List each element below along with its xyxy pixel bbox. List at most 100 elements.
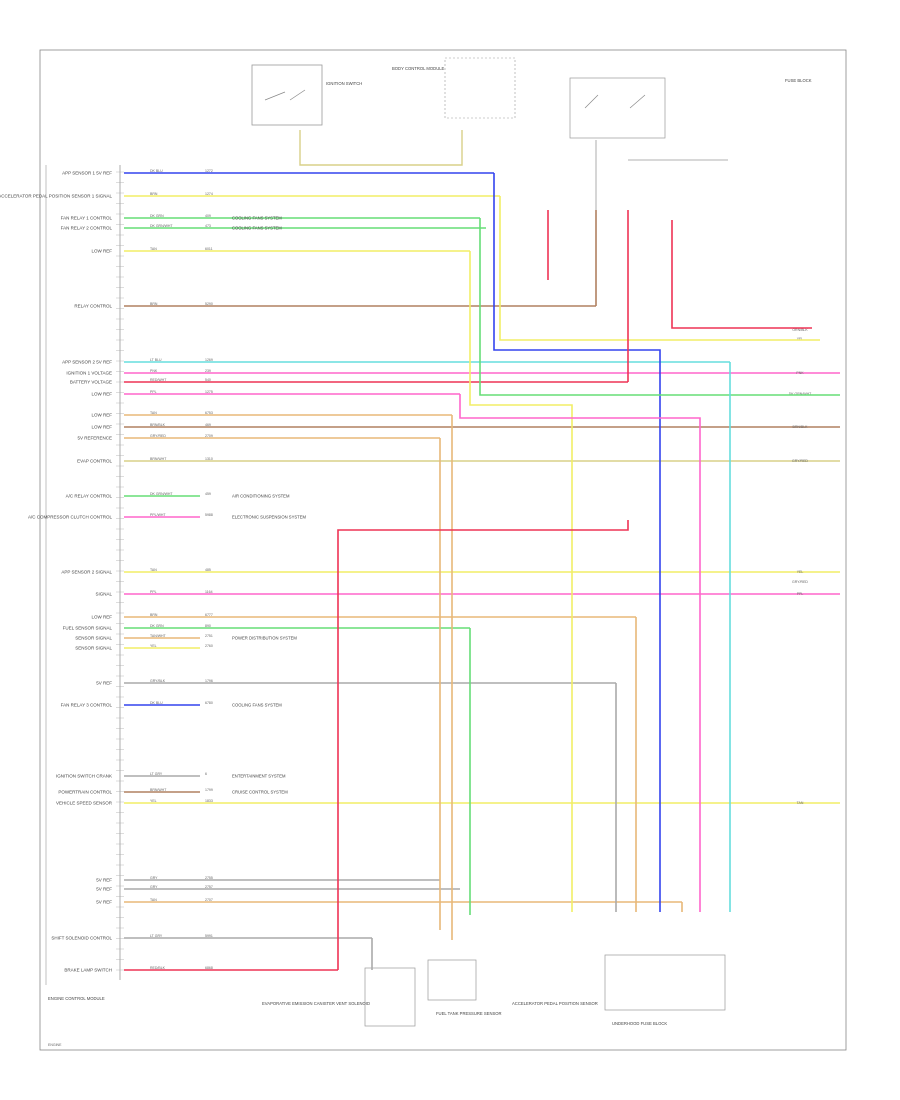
wire-16-label: A/C COMPRESSOR CLUTCH CONTROL <box>28 515 113 520</box>
wire-30-color-code: TAN <box>150 898 157 902</box>
wire-runs <box>124 172 840 971</box>
wire-7-color-code: LT BLU <box>150 358 162 362</box>
evap-solenoid-component: EVAPORATIVE EMISSION CANISTER VENT SOLEN… <box>262 967 416 1027</box>
evap-solenoid-label: EVAPORATIVE EMISSION CANISTER VENT SOLEN… <box>262 1001 370 1006</box>
wire-29-label: 5V REF <box>96 887 112 892</box>
wire-1-color-code: DK BLU <box>150 169 163 173</box>
ignition-switch-component: IGNITION SWITCH <box>251 64 362 126</box>
system-note-6: COOLING FANS SYSTEM <box>232 703 282 708</box>
wire-13-label: 5V REFERENCE <box>77 436 112 441</box>
system-note-3: AIR CONDITIONING SYSTEM <box>232 494 290 499</box>
wire-12-circuit: 469 <box>205 423 211 427</box>
wire-3-label: FAN RELAY 1 CONTROL <box>61 216 113 221</box>
wire-1-label: APP SENSOR 1 5V REF <box>62 171 112 176</box>
wire-24-color-code: DK BLU <box>150 701 163 705</box>
wire-17-color-code: TAN <box>150 568 157 572</box>
wire-20-label: FUEL SENSOR SIGNAL <box>63 626 113 631</box>
wire-20-color-code: DK GRN <box>150 624 164 628</box>
wire-28-color-code: GRY <box>150 876 158 880</box>
fuel-tank-pressure-sensor-label: FUEL TANK PRESSURE SENSOR <box>436 1011 502 1016</box>
right-label-5: BRN/BLK <box>793 425 809 429</box>
wire-26-label: POWERTRAIN CONTROL <box>58 790 112 795</box>
wire-8-circuit: 239 <box>205 369 211 373</box>
wire-29-circuit: 2757 <box>205 885 213 889</box>
fuel-tank-pressure-sensor-component: FUEL TANK PRESSURE SENSOR <box>427 959 502 1016</box>
wire-9-circuit: 540 <box>205 378 211 382</box>
wire-10-color-code: PPL <box>150 390 157 394</box>
wire-32-run <box>337 520 629 970</box>
wire-23-circuit: 1796 <box>205 679 213 683</box>
wire-2-circuit: 1274 <box>205 192 213 196</box>
wire-19-label: LOW REF <box>91 615 112 620</box>
right-label-3: PNK <box>796 371 804 375</box>
wire-8-color-code: PNK <box>150 369 158 373</box>
underhood-fuse-block-component: UNDERHOOD FUSE BLOCK <box>604 954 726 1026</box>
wire-7-label: APP SENSOR 2 5V REF <box>62 360 112 365</box>
wire-12-label: LOW REF <box>91 425 112 430</box>
wire-4-circuit: 473 <box>205 224 211 228</box>
wire-2-label: ACCELERATOR PEDAL POSITION SENSOR 1 SIGN… <box>0 194 112 199</box>
wire-17-label: APP SENSOR 2 SIGNAL <box>61 570 112 575</box>
system-note-5: POWER DISTRIBUTION SYSTEM <box>232 636 297 641</box>
wire-19-circuit: 6777 <box>205 613 213 617</box>
ecm-label: ENGINE CONTROL MODULE <box>48 996 105 1001</box>
wire-13-color-code: GRY/RED <box>150 434 166 438</box>
right-label-8: GRY/RED <box>792 580 808 584</box>
wire-29-color-code: GRY <box>150 885 158 889</box>
wire-15-label: A/C RELAY CONTROL <box>66 494 113 499</box>
right-label-7: YEL <box>797 570 804 574</box>
wire-4-label: FAN RELAY 2 CONTROL <box>61 226 113 231</box>
wire-14-color-code: BRN/WHT <box>150 457 167 461</box>
wire-5-circuit: 6011 <box>205 247 213 251</box>
wire-4-color-code: DK GRN/WHT <box>150 224 173 228</box>
wire-11-label: LOW REF <box>91 413 112 418</box>
footer-code: ENGINE <box>48 1043 62 1047</box>
wire-31-label: SHIFT SOLENOID CONTROL <box>51 936 112 941</box>
wire-10-label: LOW REF <box>91 392 112 397</box>
wire-6-circuit: 5290 <box>205 302 213 306</box>
wire-11-circuit: 6753 <box>205 411 213 415</box>
wire-13-circuit: 2709 <box>205 434 213 438</box>
wire-3-run <box>479 218 840 396</box>
ign-run <box>299 130 463 166</box>
app-sensor-component: ACCELERATOR PEDAL POSITION SENSOR <box>512 1001 598 1006</box>
vertical-wire-runs <box>299 130 840 970</box>
wire-16-circuit: 5988 <box>205 513 213 517</box>
app-sensor-label: ACCELERATOR PEDAL POSITION SENSOR <box>512 1001 598 1006</box>
wire-18-circuit: 1164 <box>205 590 213 594</box>
wire-24-label: FAN RELAY 3 CONTROL <box>61 703 113 708</box>
system-note-2: COOLING FANS SYSTEM <box>232 226 282 231</box>
wire-7-circuit: 1269 <box>205 358 213 362</box>
wire-24-circuit: 6780 <box>205 701 213 705</box>
wire-14-label: EVAP CONTROL <box>77 459 112 464</box>
underhood-fuse-block-label: UNDERHOOD FUSE BLOCK <box>612 1021 667 1026</box>
wire-5-label: LOW REF <box>91 249 112 254</box>
system-notes: COOLING FANS SYSTEM COOLING FANS SYSTEM AI… <box>232 216 307 795</box>
wire-11-color-code: TAN <box>150 411 157 415</box>
wire-6-label: RELAY CONTROL <box>74 304 112 309</box>
wire-25-label: IGNITION SWITCH CRANK <box>56 774 112 779</box>
connector-pins <box>116 171 124 971</box>
right-label-6: GRY/RED <box>792 459 808 463</box>
diagram-frame <box>39 49 847 1051</box>
wire-31-color-code: LT GRY <box>150 934 163 938</box>
wire-22-label: SENSOR SIGNAL <box>75 646 112 651</box>
system-note-4: ELECTRONIC SUSPENSION SYSTEM <box>232 515 307 520</box>
wire-30-circuit: 2707 <box>205 898 213 902</box>
wire-21-circuit: 2751 <box>205 634 213 638</box>
wire-8-label: IGNITION 1 VOLTAGE <box>66 371 112 376</box>
wire-26-color-code: BRN/WHT <box>150 788 167 792</box>
wire-23-color-code: GRY/BLK <box>150 679 166 683</box>
system-note-1: COOLING FANS SYSTEM <box>232 216 282 221</box>
right-label-9: PPL <box>797 592 804 596</box>
wire-22-color-code: YEL <box>150 644 157 648</box>
fuse-block-component: FUSE BLOCK <box>569 77 812 139</box>
right-label-1: ORN/BLK <box>792 328 808 332</box>
wire-3-color-code: DK GRN <box>150 214 164 218</box>
wire-27-label: VEHICLE SPEED SENSOR <box>56 801 113 806</box>
wire-12-color-code: BRN/BLK <box>150 423 166 427</box>
